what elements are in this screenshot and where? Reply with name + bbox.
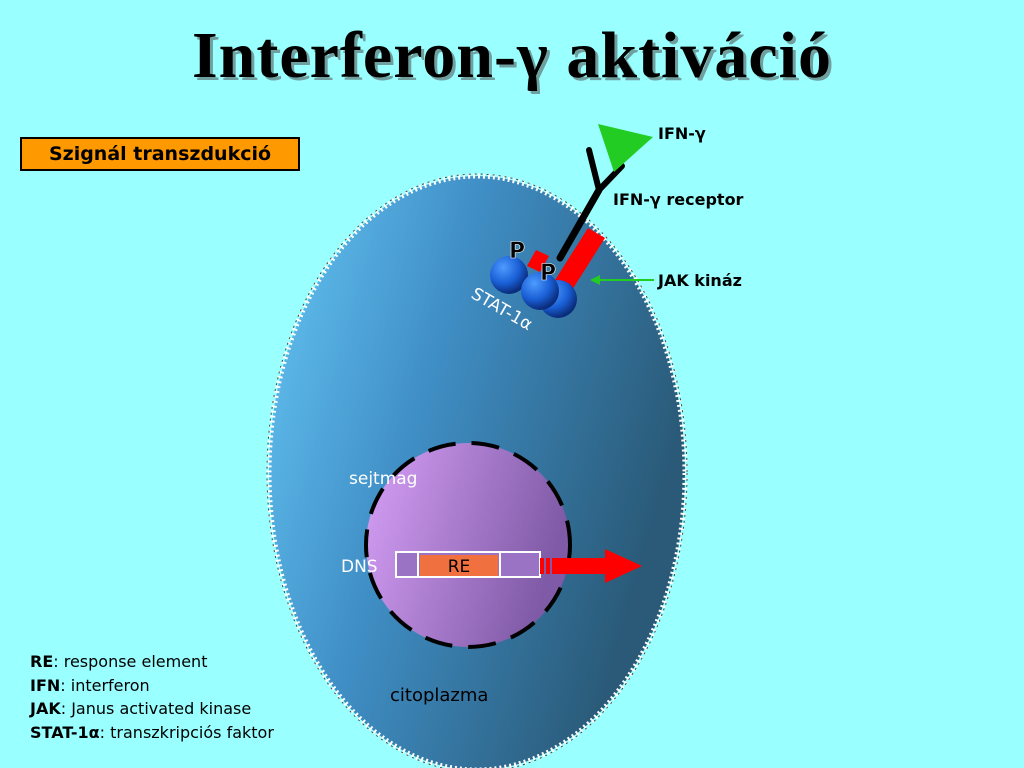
section-badge: Szignál transzdukció	[20, 137, 300, 171]
legend-item: JAK: Janus activated kinase	[30, 699, 252, 718]
page-title: Interferon-γ aktiváció	[191, 19, 833, 92]
jak-pointer-arrow	[590, 275, 654, 285]
jak-kinase-right	[550, 228, 605, 298]
cytoplasm-label: citoplazma	[390, 685, 488, 706]
response-element	[420, 555, 498, 576]
legend-item: IFN: interferon	[30, 675, 150, 695]
phospho-label: P	[540, 261, 556, 286]
cell-membrane	[266, 173, 688, 768]
nucleus-label: sejtmag	[349, 469, 417, 489]
ifn-gamma-receptor	[556, 147, 625, 262]
legend: RE: response element IFN: interferon JAK…	[30, 650, 274, 744]
receptor-label: IFN-γ receptor	[613, 190, 744, 209]
jak-kinase-label: JAK kináz	[657, 271, 742, 290]
phospho-label: P	[509, 239, 525, 264]
transcription-arrow	[540, 549, 642, 583]
dna-label: DNS	[341, 557, 378, 577]
legend-item: STAT-1α: transzkripciós faktor	[30, 722, 274, 742]
nucleus	[366, 443, 570, 647]
jak-kinase-left	[527, 250, 549, 272]
response-element-label: RE	[448, 557, 471, 577]
stat-sphere	[490, 256, 528, 294]
nuclear-envelope	[364, 441, 572, 649]
ifn-gamma-label: IFN-γ	[658, 124, 706, 143]
ifn-gamma-ligand	[598, 124, 653, 172]
legend-item: RE: response element	[30, 652, 208, 671]
stat-sphere	[521, 272, 559, 310]
